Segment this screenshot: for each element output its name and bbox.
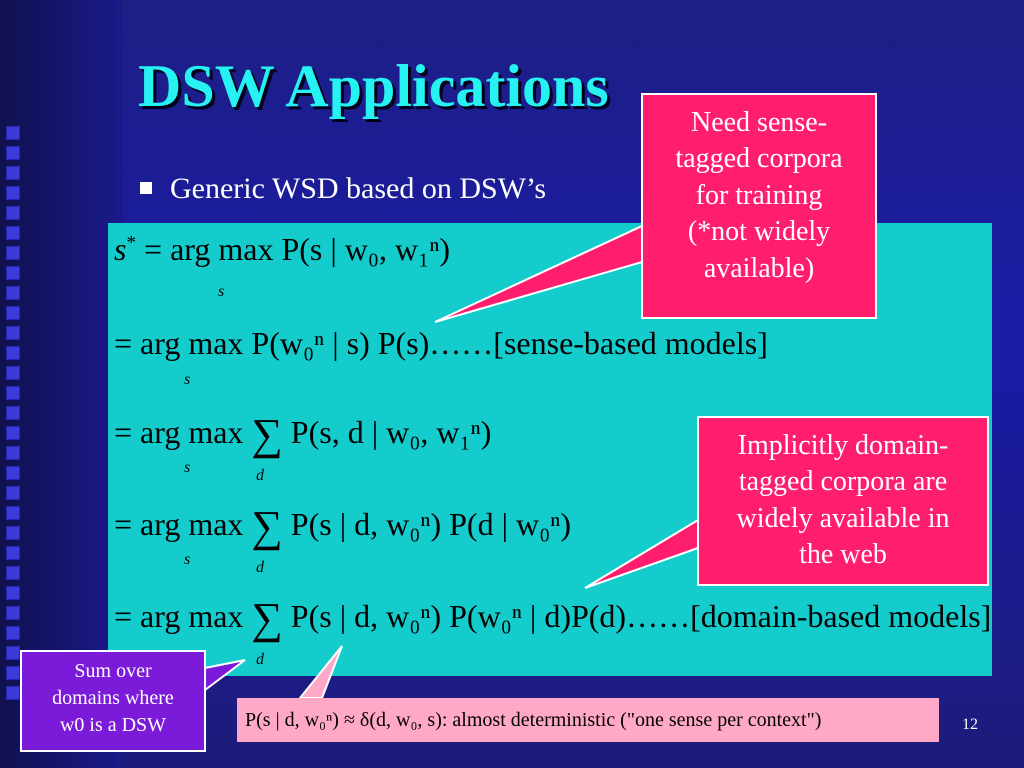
tile — [6, 486, 20, 500]
formula-eq: = arg max — [114, 598, 244, 634]
callout-line: Implicitly domain- — [737, 430, 949, 461]
callout-domain-tagged: Implicitly domain- tagged corpora are wi… — [697, 416, 989, 586]
tile — [6, 586, 20, 600]
callout-line: tagged corpora — [675, 143, 843, 175]
formula-body: P(s | d, w₀ⁿ) P(w₀ⁿ | d)P(d)……[domain-ba… — [290, 598, 992, 634]
slide-title: DSW Applications — [138, 53, 609, 119]
tile — [6, 206, 20, 220]
formula-line-2: = arg max P(w₀ⁿ | s) P(s)……[sense-based … — [114, 325, 768, 362]
formula-star: * — [126, 232, 137, 254]
tile — [6, 266, 20, 280]
formula-body: P(s, d | w₀, w₁ⁿ) — [290, 414, 492, 450]
tile — [6, 406, 20, 420]
bullet-text: Generic WSD based on DSW’s — [170, 172, 547, 205]
callout-tail-top — [434, 224, 643, 323]
tile — [6, 386, 20, 400]
callout-line: w0 is a DSW — [59, 714, 167, 736]
callout-tail-left — [204, 659, 246, 692]
tile — [6, 646, 20, 660]
callout-line: Need sense- — [690, 107, 828, 138]
tile — [6, 426, 20, 440]
left-decoration-strip — [0, 0, 122, 768]
tile — [6, 226, 20, 240]
sum-symbol: ∑ — [251, 594, 283, 643]
callout-tail-approx — [297, 645, 343, 699]
tile — [6, 466, 20, 480]
tile — [6, 686, 20, 700]
tile — [6, 506, 20, 520]
formula-eq: = arg max — [144, 231, 274, 267]
formula-body: P(s | d, w₀ⁿ) P(d | w₀ⁿ) — [290, 506, 571, 542]
formula-under-s: s — [184, 371, 191, 388]
formula-under-d: d — [256, 651, 264, 668]
tile — [6, 446, 20, 460]
tile — [6, 346, 20, 360]
formula-body: P(w₀ⁿ | s) P(s)……[sense-based models] — [251, 325, 768, 361]
decorative-tiles — [6, 120, 46, 706]
callout-line: for training — [695, 179, 823, 211]
approx-text: : almost deterministic ("one sense per c… — [441, 709, 822, 731]
formula-eq: = arg max — [114, 414, 244, 450]
tile — [6, 306, 20, 320]
callout-sense-tagged: Need sense- tagged corpora for training … — [641, 93, 877, 319]
tile — [6, 166, 20, 180]
callout-line: available) — [703, 252, 815, 284]
formula-eq: = arg max — [114, 506, 244, 542]
sum-symbol: ∑ — [251, 502, 283, 551]
sum-symbol: ∑ — [251, 410, 283, 459]
callout-line: tagged corpora are — [738, 466, 948, 498]
callout-line: domains where — [52, 687, 174, 709]
tile — [6, 246, 20, 260]
tile — [6, 366, 20, 380]
formula-line-1: s* = arg max P(s | w₀, w₁ⁿ) — [114, 231, 450, 268]
formula-body: P(s | w₀, w₁ⁿ) — [281, 231, 451, 267]
formula-under-s: s — [218, 283, 225, 300]
tile — [6, 626, 20, 640]
tile — [6, 146, 20, 160]
tile — [6, 126, 20, 140]
page-number: 12 — [962, 716, 978, 733]
tile — [6, 286, 20, 300]
callout-sum-over-domains: Sum over domains where w0 is a DSW — [20, 650, 206, 752]
formula-under-d: d — [256, 467, 264, 484]
approximation-note: P(s | d, w₀ⁿ) ≈ δ(d, w₀, s): almost dete… — [237, 698, 939, 742]
tile — [6, 606, 20, 620]
tile — [6, 566, 20, 580]
bullet-item: Generic WSD based on DSW’s — [140, 172, 546, 206]
formula-line-5: = arg max ∑ P(s | d, w₀ⁿ) P(w₀ⁿ | d)P(d)… — [114, 597, 991, 641]
tile — [6, 526, 20, 540]
callout-line: the web — [799, 539, 887, 571]
formula-line-4: = arg max ∑ P(s | d, w₀ⁿ) P(d | w₀ⁿ) — [114, 505, 571, 549]
formula-lhs: s — [114, 231, 127, 267]
tile — [6, 666, 20, 680]
tile — [6, 546, 20, 560]
formula-eq: = arg max — [114, 325, 244, 361]
callout-line: Sum over — [74, 660, 152, 682]
approx-formula: P(s | d, w₀ⁿ) ≈ δ(d, w₀, s) — [245, 709, 442, 731]
formula-line-3: = arg max ∑ P(s, d | w₀, w₁ⁿ) — [114, 413, 491, 457]
bullet-square-icon — [140, 182, 152, 195]
callout-line: (*not widely — [687, 216, 831, 248]
tile — [6, 186, 20, 200]
formula-under-s: s — [184, 551, 191, 568]
formula-under-s: s — [184, 459, 191, 476]
callout-tail-mid — [584, 518, 699, 589]
formula-under-d: d — [256, 559, 264, 576]
callout-line: widely available in — [736, 502, 950, 534]
tile — [6, 326, 20, 340]
